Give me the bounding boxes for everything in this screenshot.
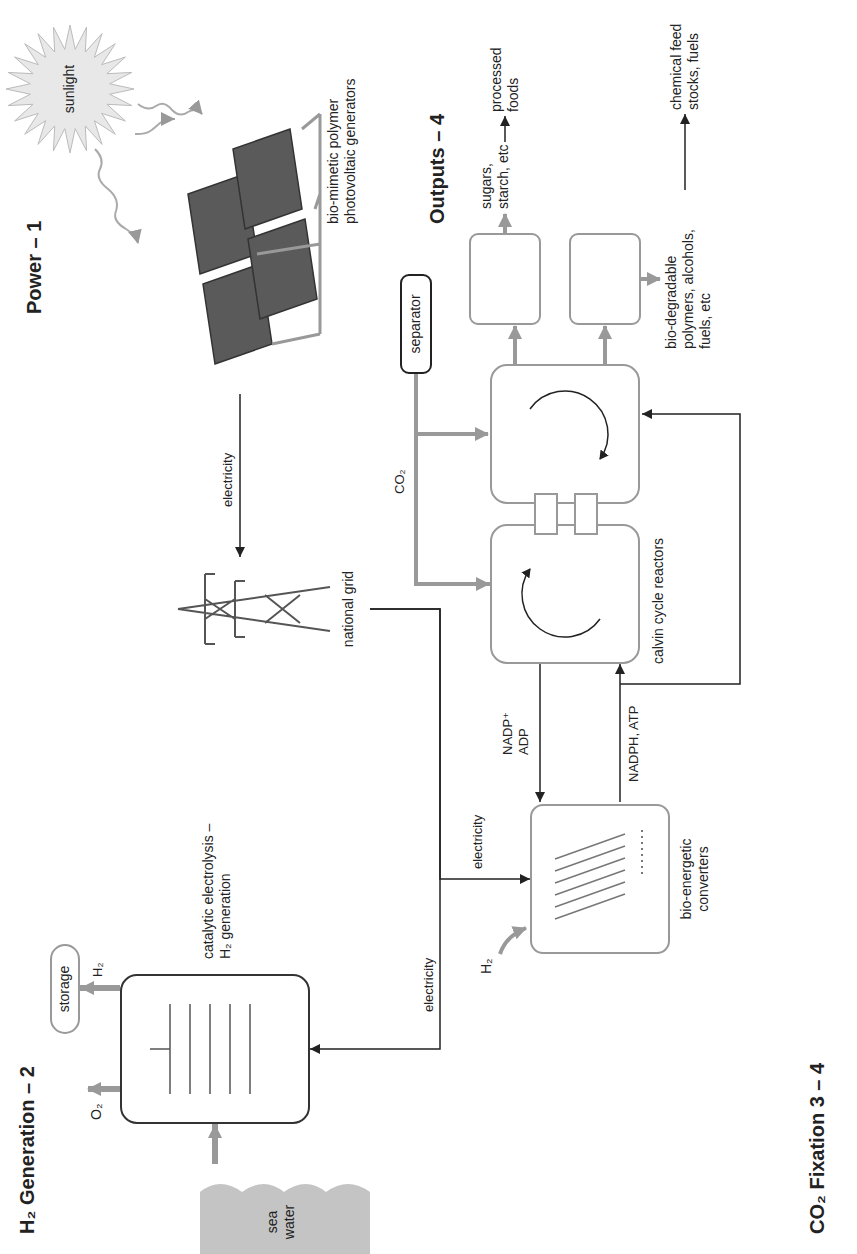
shape bbox=[575, 494, 597, 534]
shape bbox=[491, 365, 639, 503]
stroke bbox=[530, 391, 608, 459]
shape bbox=[233, 129, 302, 229]
node-text: catalytic electrolysis – H₂ generation bbox=[200, 809, 234, 959]
connector bbox=[310, 609, 440, 1049]
node-text: bio-mimetic polymer photovoltaic generat… bbox=[325, 24, 359, 224]
shape bbox=[121, 975, 309, 1123]
output-box bbox=[470, 234, 540, 324]
connector-label: electricity bbox=[421, 956, 437, 1014]
output-label: processed foods bbox=[488, 22, 522, 112]
connector bbox=[619, 664, 621, 802]
product-flow bbox=[603, 326, 607, 364]
node-text: separator bbox=[407, 274, 424, 374]
gas-label: O₂ bbox=[88, 1094, 105, 1120]
connector bbox=[539, 664, 541, 802]
oxygen-outlet-arrow bbox=[88, 1086, 120, 1092]
connector bbox=[135, 119, 175, 134]
node-text: sea water bbox=[264, 1194, 298, 1250]
product-arrow bbox=[640, 277, 660, 281]
hydrogen-inlet-arrow bbox=[500, 928, 526, 954]
output-label: sugars, starch, etc bbox=[478, 143, 512, 209]
node-text: storage bbox=[56, 944, 73, 1034]
output-label: chemical feed stocks, fuels bbox=[668, 10, 702, 110]
light-ray bbox=[138, 104, 202, 115]
section-title: Power – 1 bbox=[22, 221, 46, 314]
product-flow bbox=[513, 326, 517, 364]
shape bbox=[535, 494, 557, 534]
sun-burst: sunlight bbox=[5, 22, 135, 154]
shape bbox=[401, 275, 431, 373]
stroke bbox=[555, 834, 625, 919]
electrolysis-tank: catalytic electrolysis – H₂ generation bbox=[120, 804, 310, 1124]
stroke bbox=[522, 569, 600, 637]
storage-pill: storage bbox=[50, 942, 80, 1034]
connector bbox=[239, 394, 241, 557]
stroke bbox=[178, 574, 330, 644]
section-title: CO₂ Fixation 3 – 4 bbox=[805, 1063, 829, 1234]
connector-label: CO₂ bbox=[392, 467, 408, 496]
co2-branch bbox=[416, 432, 488, 436]
section-title: H₂ Generation – 2 bbox=[15, 1066, 39, 1234]
connector bbox=[80, 985, 120, 991]
light-ray bbox=[95, 149, 138, 243]
product-arrow bbox=[504, 116, 506, 142]
connector-label: NADPH, ATP bbox=[626, 704, 642, 784]
stroke bbox=[205, 574, 245, 644]
sea-water: sea water bbox=[200, 1164, 370, 1254]
product-arrow bbox=[503, 214, 507, 234]
shape bbox=[200, 1184, 370, 1254]
stroke bbox=[257, 114, 320, 344]
pylon: national grid bbox=[170, 557, 370, 659]
shape bbox=[51, 945, 79, 1033]
node-text: sunlight bbox=[61, 24, 78, 154]
connector-label: electricity bbox=[470, 813, 486, 871]
converter-stack: bio-energetic converters bbox=[530, 802, 725, 954]
output-label: bio-degradable polymers, alcohols, fuels… bbox=[663, 193, 713, 349]
shape bbox=[248, 219, 317, 319]
connector-label: electricity bbox=[220, 451, 236, 509]
product-arrow bbox=[684, 114, 686, 190]
shape bbox=[531, 805, 669, 953]
stroke bbox=[150, 1004, 250, 1094]
separator-box: separator bbox=[400, 272, 432, 374]
node-text: calvin cycle reactors bbox=[650, 494, 667, 664]
output-box bbox=[570, 234, 640, 324]
connector bbox=[416, 374, 490, 584]
connector bbox=[212, 1124, 218, 1164]
connector-label: NADP⁺ ADP bbox=[500, 707, 531, 757]
node-text: bio-energetic converters bbox=[678, 804, 712, 954]
node-text: national grid bbox=[340, 559, 357, 659]
shape bbox=[6, 25, 134, 153]
connector-label: H₂ bbox=[90, 961, 106, 979]
photovoltaic-array: bio-mimetic polymer photovoltaic generat… bbox=[175, 14, 375, 394]
gas-label: H₂ bbox=[478, 948, 495, 974]
section-title: Outputs – 4 bbox=[425, 114, 449, 224]
shape bbox=[491, 525, 639, 663]
stroke bbox=[641, 829, 643, 874]
reactor-pair: calvin cycle reactors bbox=[490, 364, 690, 664]
